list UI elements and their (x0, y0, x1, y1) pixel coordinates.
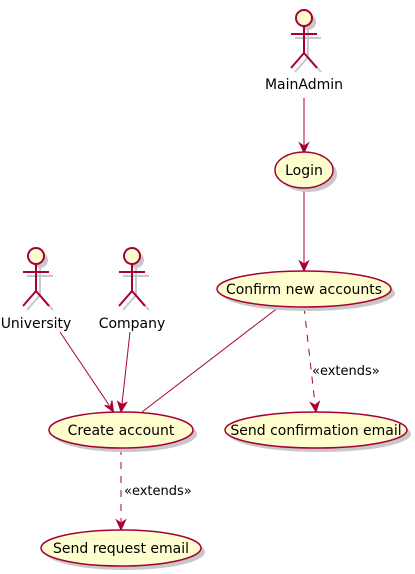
usecase-create-account-label: Create account (68, 423, 175, 439)
edge-confirm-to-create-account (141, 306, 280, 413)
actor-company: Company (99, 247, 166, 332)
usecase-send-request-email-label: Send request email (53, 541, 189, 557)
edge-mainadmin-to-login (298, 98, 310, 155)
usecase-send-request-email: Send request email (40, 529, 205, 570)
actor-university-label: University (1, 316, 72, 332)
arrowhead-confirm (298, 259, 310, 273)
actor-mainadmin-label: MainAdmin (265, 77, 343, 93)
usecase-confirm-new-accounts: Confirm new accounts (216, 270, 395, 311)
usecase-confirm-new-accounts-label: Confirm new accounts (226, 282, 382, 298)
edge-company-to-create-account (116, 331, 131, 414)
actor-company-figure (118, 247, 146, 307)
usecase-login: Login (274, 151, 337, 192)
edge-confirm-extends-confirmation-email: «extends» (303, 306, 380, 414)
edge-university-to-create-account (59, 331, 115, 414)
edge-login-to-confirm (298, 188, 310, 273)
actor-mainadmin-figure (290, 9, 318, 69)
edge-create-account-extends-request-email: «extends» (115, 448, 192, 532)
arrowhead-confirmation-email (309, 400, 321, 414)
usecase-create-account: Create account (48, 411, 197, 452)
extends-label-request: «extends» (124, 484, 192, 499)
actor-mainadmin: MainAdmin (265, 9, 343, 93)
arrowhead-request-email (115, 518, 127, 532)
arrowhead-login (298, 141, 310, 155)
arrowhead-company (116, 400, 128, 414)
actor-university: University (1, 247, 72, 332)
actor-university-figure (22, 247, 50, 307)
usecase-send-confirmation-email-label: Send confirmation email (230, 423, 401, 439)
usecase-send-confirmation-email: Send confirmation email (224, 411, 411, 452)
arrowhead-university (104, 400, 115, 414)
actor-company-label: Company (99, 316, 166, 332)
extends-label-confirmation: «extends» (312, 364, 380, 379)
usecase-login-label: Login (285, 163, 323, 179)
